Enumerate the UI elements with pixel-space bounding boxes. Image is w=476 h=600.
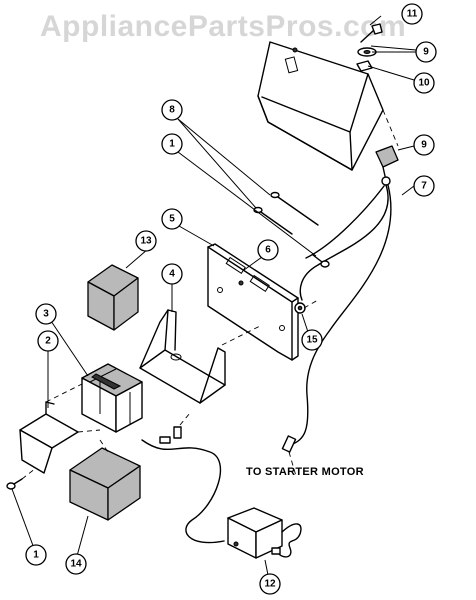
callout-5: 5: [161, 208, 183, 230]
svg-text:1: 1: [169, 139, 175, 150]
callout-2: 2: [37, 330, 59, 352]
callout-6: 6: [257, 239, 279, 261]
switch-9: [375, 109, 399, 186]
svg-text:7: 7: [421, 181, 427, 192]
callout-9-top: 9: [415, 41, 437, 63]
callout-1-top: 1: [161, 133, 183, 155]
leader-lines: [11, 15, 417, 581]
clips-8: [253, 191, 319, 235]
svg-text:15: 15: [306, 335, 318, 346]
nut-10: [356, 60, 373, 72]
cover-plate: [257, 41, 384, 171]
callout-1-bottom: 1: [25, 544, 47, 566]
svg-text:14: 14: [70, 559, 82, 570]
to-starter-motor-label: TO STARTER MOTOR: [246, 466, 364, 478]
insulation-13: [87, 264, 139, 331]
svg-text:4: 4: [169, 269, 175, 280]
screw-1-left: [6, 467, 37, 490]
svg-text:9: 9: [423, 47, 429, 58]
battery-box-3: [81, 363, 143, 433]
callout-13: 13: [135, 230, 157, 252]
svg-text:11: 11: [407, 9, 418, 20]
svg-text:13: 13: [140, 236, 152, 247]
svg-text:12: 12: [264, 579, 276, 590]
callout-4: 4: [161, 263, 183, 285]
svg-text:5: 5: [169, 214, 175, 225]
callout-10: 10: [413, 72, 435, 94]
callout-12: 12: [259, 573, 281, 595]
svg-text:8: 8: [169, 105, 175, 116]
transformer-12: [227, 507, 302, 559]
screw-15: [294, 299, 319, 314]
callout-8: 8: [161, 99, 183, 121]
mounting-bracket-5: [207, 243, 299, 361]
callout-14: 14: [65, 553, 87, 575]
callout-7: 7: [413, 175, 435, 197]
svg-text:6: 6: [265, 245, 271, 256]
svg-text:9: 9: [421, 140, 427, 151]
svg-text:3: 3: [43, 309, 49, 320]
lower-bracket-4: [139, 309, 261, 404]
pad-14: [69, 439, 141, 521]
watermark: AppliancePartsPros.com: [40, 10, 407, 43]
svg-text:1: 1: [33, 550, 39, 561]
charger-cord: [141, 412, 225, 544]
screw-1-right: [312, 254, 330, 268]
svg-text:10: 10: [418, 78, 430, 89]
callout-3: 3: [35, 303, 57, 325]
callout-15: 15: [301, 329, 323, 351]
callout-11: 11: [401, 3, 423, 25]
screw-11: [360, 23, 383, 43]
cover-2: [19, 383, 101, 474]
callout-9-right: 9: [413, 134, 435, 156]
svg-text:2: 2: [45, 336, 51, 347]
wire-harness-7: [281, 184, 392, 477]
